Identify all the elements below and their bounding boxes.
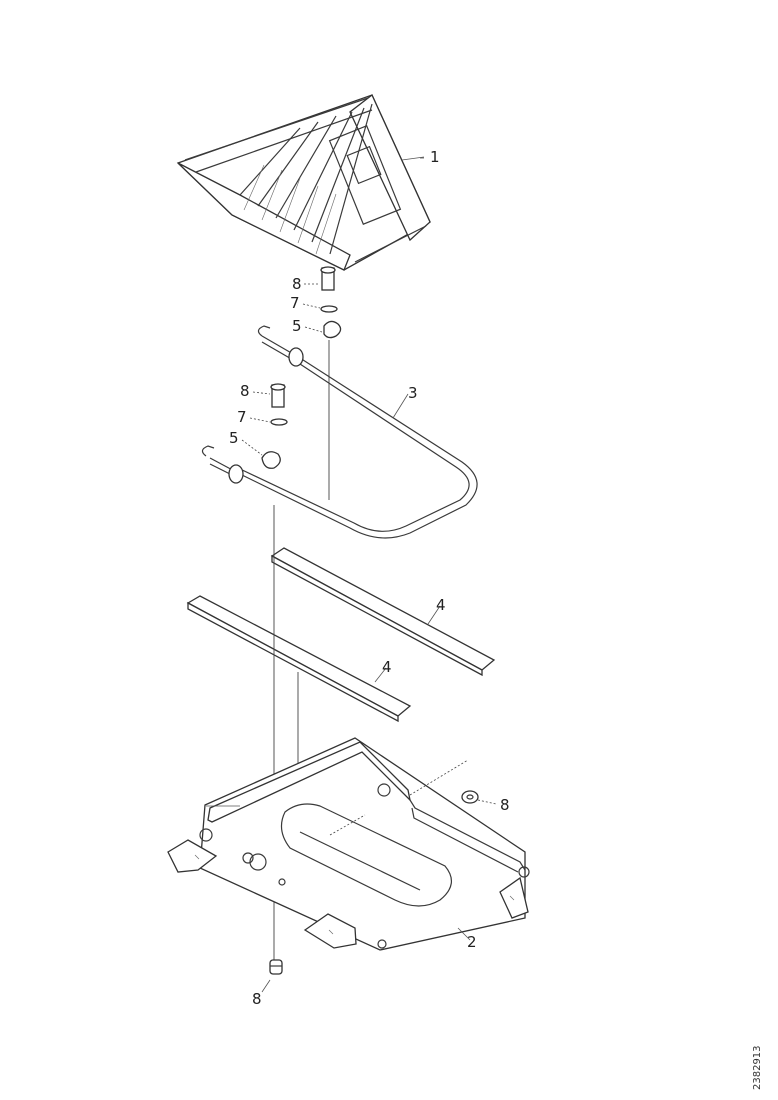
callout-bolt-lower: 8 bbox=[240, 382, 250, 400]
clamp-upper-icon bbox=[323, 320, 342, 339]
frame-nut-upper-icon bbox=[288, 347, 304, 367]
battery bbox=[176, 93, 431, 271]
nut-right-icon bbox=[461, 790, 479, 804]
nut-bottom bbox=[269, 959, 283, 975]
battery-tray bbox=[167, 737, 530, 951]
washer-upper-icon bbox=[320, 305, 338, 313]
callout-clamp-upper: 5 bbox=[292, 317, 302, 335]
nut-right bbox=[461, 790, 479, 804]
callout-tray: 2 bbox=[467, 933, 477, 951]
callout-strip-lower: 4 bbox=[382, 658, 392, 676]
callout-clamp-lower: 5 bbox=[229, 429, 239, 447]
callout-bolt-upper: 8 bbox=[292, 275, 302, 293]
callout-battery: 1 bbox=[430, 148, 440, 166]
strip-lower bbox=[186, 595, 412, 723]
callout-strip-upper: 4 bbox=[436, 596, 446, 614]
callout-nut-bottom: 8 bbox=[252, 990, 262, 1008]
document-id: 2382913 bbox=[752, 1045, 763, 1090]
callout-nut-right: 8 bbox=[500, 796, 510, 814]
clamp-lower-icon bbox=[261, 451, 281, 469]
upper-fastener-stack bbox=[320, 266, 342, 339]
nut-bottom-icon bbox=[269, 959, 283, 975]
lower-fastener-stack bbox=[261, 383, 288, 469]
strip-upper bbox=[270, 547, 496, 677]
callout-washer-upper: 7 bbox=[290, 294, 300, 312]
washer-lower-icon bbox=[270, 418, 288, 426]
hold-down-frame bbox=[201, 325, 478, 539]
frame-nut-lower-icon bbox=[228, 464, 244, 484]
callout-washer-lower: 7 bbox=[237, 408, 247, 426]
battery-leader-line bbox=[401, 156, 425, 161]
callout-frame: 3 bbox=[408, 384, 418, 402]
